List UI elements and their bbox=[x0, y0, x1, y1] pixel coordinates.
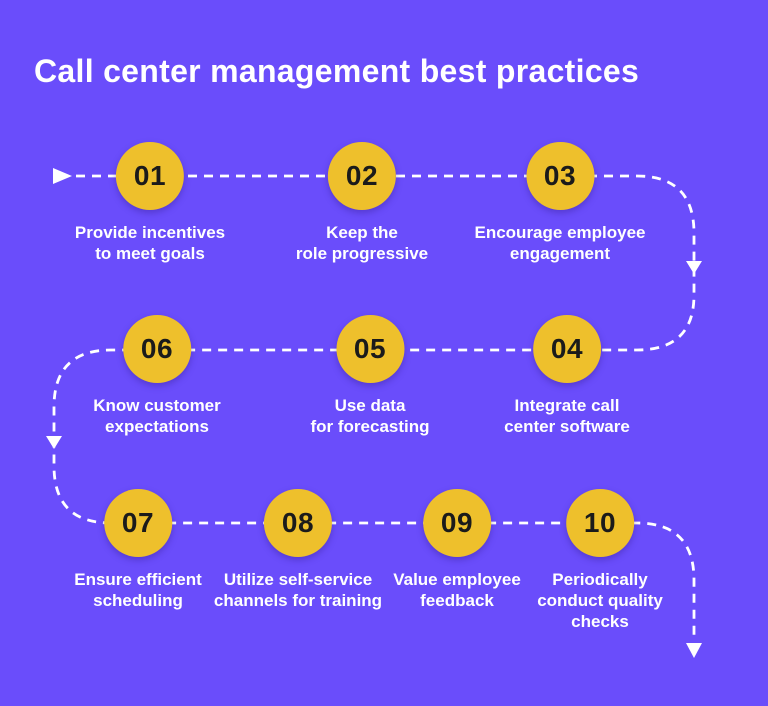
step-03-label: Encourage employee engagement bbox=[474, 223, 646, 263]
step-01-label: Provide incentives to meet goals bbox=[74, 223, 226, 263]
flow-start-arrow-icon bbox=[53, 168, 72, 184]
step-03-circle: 03 bbox=[525, 142, 594, 210]
flow-end-arrow-icon bbox=[686, 643, 702, 658]
step-number: 03 bbox=[543, 160, 577, 191]
step-number: 07 bbox=[121, 507, 155, 538]
step-number: 01 bbox=[133, 160, 167, 191]
step-03: 03 Encourage employee engagement bbox=[474, 142, 646, 264]
step-02-circle: 02 bbox=[328, 142, 396, 210]
step-08: 08 Utilize self-service channels for tra… bbox=[214, 489, 382, 611]
step-05-circle: 05 bbox=[336, 315, 404, 383]
step-02: 02 Keep the role progressive bbox=[296, 142, 428, 264]
step-04-label: Integrate call center software bbox=[504, 396, 630, 436]
step-10-label: Periodically conduct quality checks bbox=[537, 570, 663, 631]
step-number: 08 bbox=[281, 507, 315, 538]
step-04: 04 Integrate call center software bbox=[504, 315, 630, 437]
step-05-label: Use data for forecasting bbox=[310, 396, 430, 436]
step-06: 06 Know customer expectations bbox=[93, 315, 221, 437]
step-number: 10 bbox=[583, 507, 617, 538]
step-07: 07 Ensure efficient scheduling bbox=[74, 489, 202, 611]
step-number: 09 bbox=[440, 507, 474, 538]
step-number: 02 bbox=[345, 160, 379, 191]
step-01: 01 Provide incentives to meet goals bbox=[75, 142, 225, 264]
step-08-label: Utilize self-service channels for traini… bbox=[213, 570, 383, 610]
step-10-circle: 10 bbox=[566, 489, 634, 557]
step-05: 05 Use data for forecasting bbox=[310, 315, 430, 437]
step-09: 09 Value employee feedback bbox=[393, 489, 521, 611]
step-09-label: Value employee feedback bbox=[393, 570, 521, 610]
step-09-circle: 09 bbox=[422, 489, 491, 557]
step-number: 06 bbox=[140, 333, 174, 364]
page-title: Call center management best practices bbox=[34, 53, 640, 89]
step-08-circle: 08 bbox=[263, 489, 332, 557]
step-04-circle: 04 bbox=[532, 315, 601, 383]
flow-arrow-down-left-icon bbox=[46, 436, 62, 449]
step-07-label: Ensure efficient scheduling bbox=[74, 570, 202, 610]
step-number: 05 bbox=[353, 333, 387, 364]
step-01-circle: 01 bbox=[115, 142, 184, 210]
step-07-circle: 07 bbox=[103, 489, 172, 557]
step-02-label: Keep the role progressive bbox=[295, 223, 429, 263]
step-06-circle: 06 bbox=[123, 315, 191, 383]
step-06-label: Know customer expectations bbox=[93, 396, 221, 436]
step-10: 10 Periodically conduct quality checks bbox=[537, 489, 663, 632]
flow-dashed-path bbox=[52, 174, 696, 641]
step-number: 04 bbox=[550, 333, 584, 364]
flow-arrow-down-right-icon bbox=[686, 261, 702, 274]
